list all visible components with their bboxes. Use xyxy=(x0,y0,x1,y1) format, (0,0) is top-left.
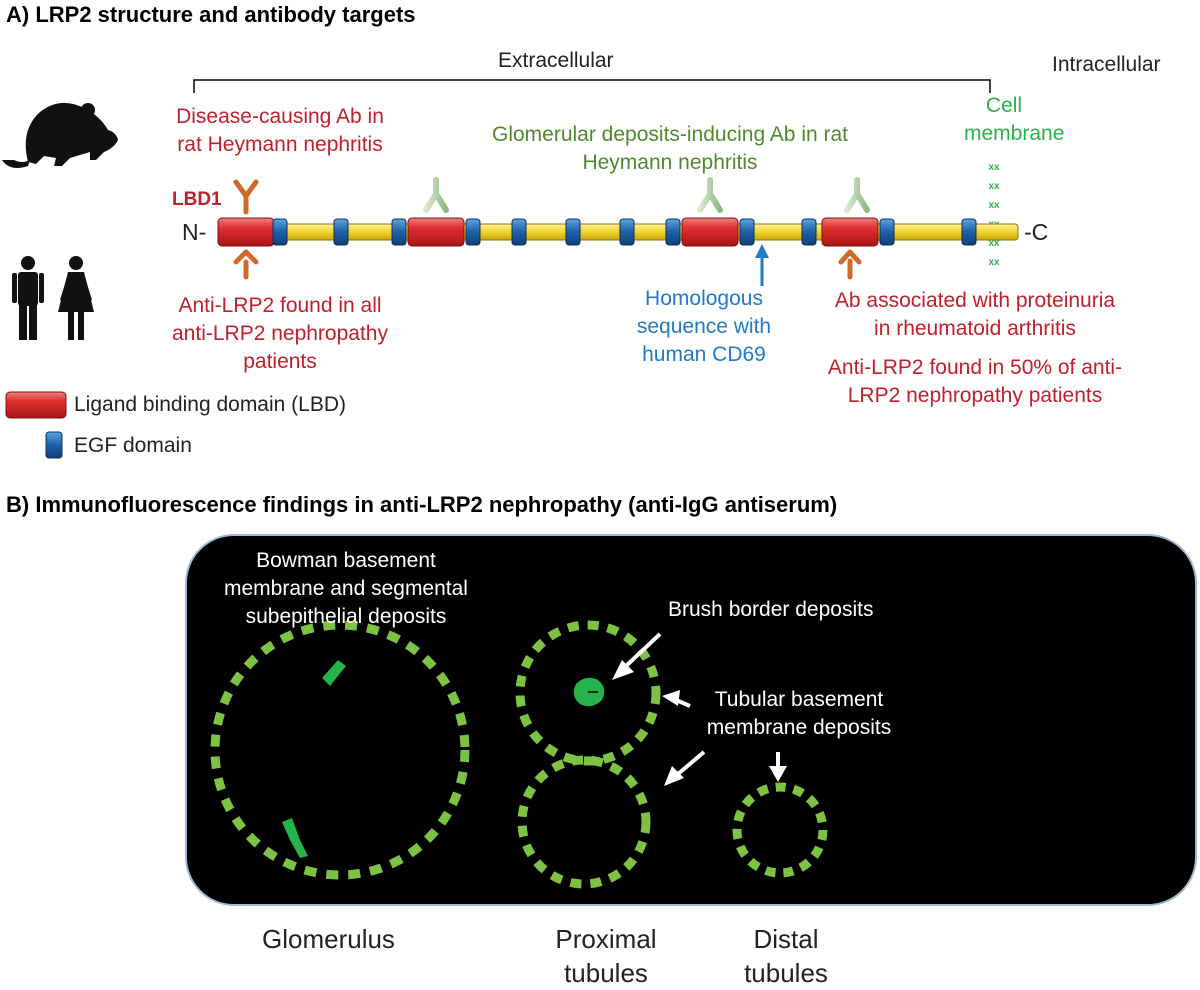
lbd1-label: LBD1 xyxy=(172,189,222,210)
subepithelial-deposit xyxy=(282,818,308,858)
rat-icon xyxy=(2,102,118,168)
orange-antibody-top xyxy=(233,179,259,215)
disease-causing-ab-label: Disease-causing Ab in rat Heymann nephri… xyxy=(176,105,384,156)
green-antibodies xyxy=(423,177,870,213)
legend-lbd-symbol xyxy=(5,391,67,419)
glomerulus-circle xyxy=(210,620,470,880)
orange-antibody-bottom xyxy=(233,249,259,280)
extracellular-bracket xyxy=(193,79,991,93)
bowman-deposits-label: Bowman basement membrane and segmental s… xyxy=(224,549,468,628)
orange-antibody-bottom-right xyxy=(838,249,862,280)
subepithelial-deposit xyxy=(322,660,346,686)
proteinuria-ab-label: Ab associated with proteinuria in rheuma… xyxy=(834,289,1116,340)
anti-lrp2-50-label: Anti-LRP2 found in 50% of anti- LRP2 nep… xyxy=(827,356,1123,407)
extracellular-label: Extracellular xyxy=(498,49,614,72)
n-terminus-label: N- xyxy=(182,219,207,245)
brush-border-label: Brush border deposits xyxy=(668,598,874,621)
anti-lrp2-all-label: Anti-LRP2 found in all anti-LRP2 nephrop… xyxy=(172,294,388,373)
immunofluorescence-panel xyxy=(185,534,1197,906)
white-arrows xyxy=(612,632,787,786)
panel-a-title: A) LRP2 structure and antibody targets xyxy=(6,2,416,27)
distal-tubules-label: Distal tubules xyxy=(744,924,828,988)
panel-b-title: B) Immunofluorescence findings in anti-L… xyxy=(6,492,838,517)
proximal-tubules-label: Proximal tubules xyxy=(555,924,657,988)
proximal-tubule-circle xyxy=(517,755,651,889)
tubular-basement-label: Tubular basement membrane deposits xyxy=(706,688,892,739)
c-terminus-label: -C xyxy=(1024,219,1049,245)
proximal-tubule-circle xyxy=(515,620,661,766)
glomerulus-label: Glomerulus xyxy=(262,924,395,954)
egf-domains xyxy=(272,218,977,246)
cell-membrane-label: Cell membrane xyxy=(964,94,1065,145)
legend-egf-symbol xyxy=(45,431,63,459)
distal-tubule-circle xyxy=(732,782,828,878)
ligand-binding-domains xyxy=(217,217,879,247)
cd69-arrow xyxy=(755,244,769,286)
homologous-sequence-label: Homologous sequence with human CD69 xyxy=(636,287,772,366)
humans-icon xyxy=(12,256,94,340)
legend-egf-label: EGF domain xyxy=(74,434,192,457)
legend-lbd-label: Ligand binding domain (LBD) xyxy=(74,393,347,416)
glomerular-deposits-ab-label: Glomerular deposits-inducing Ab in rat H… xyxy=(491,123,848,174)
intracellular-label: Intracellular xyxy=(1052,53,1161,76)
